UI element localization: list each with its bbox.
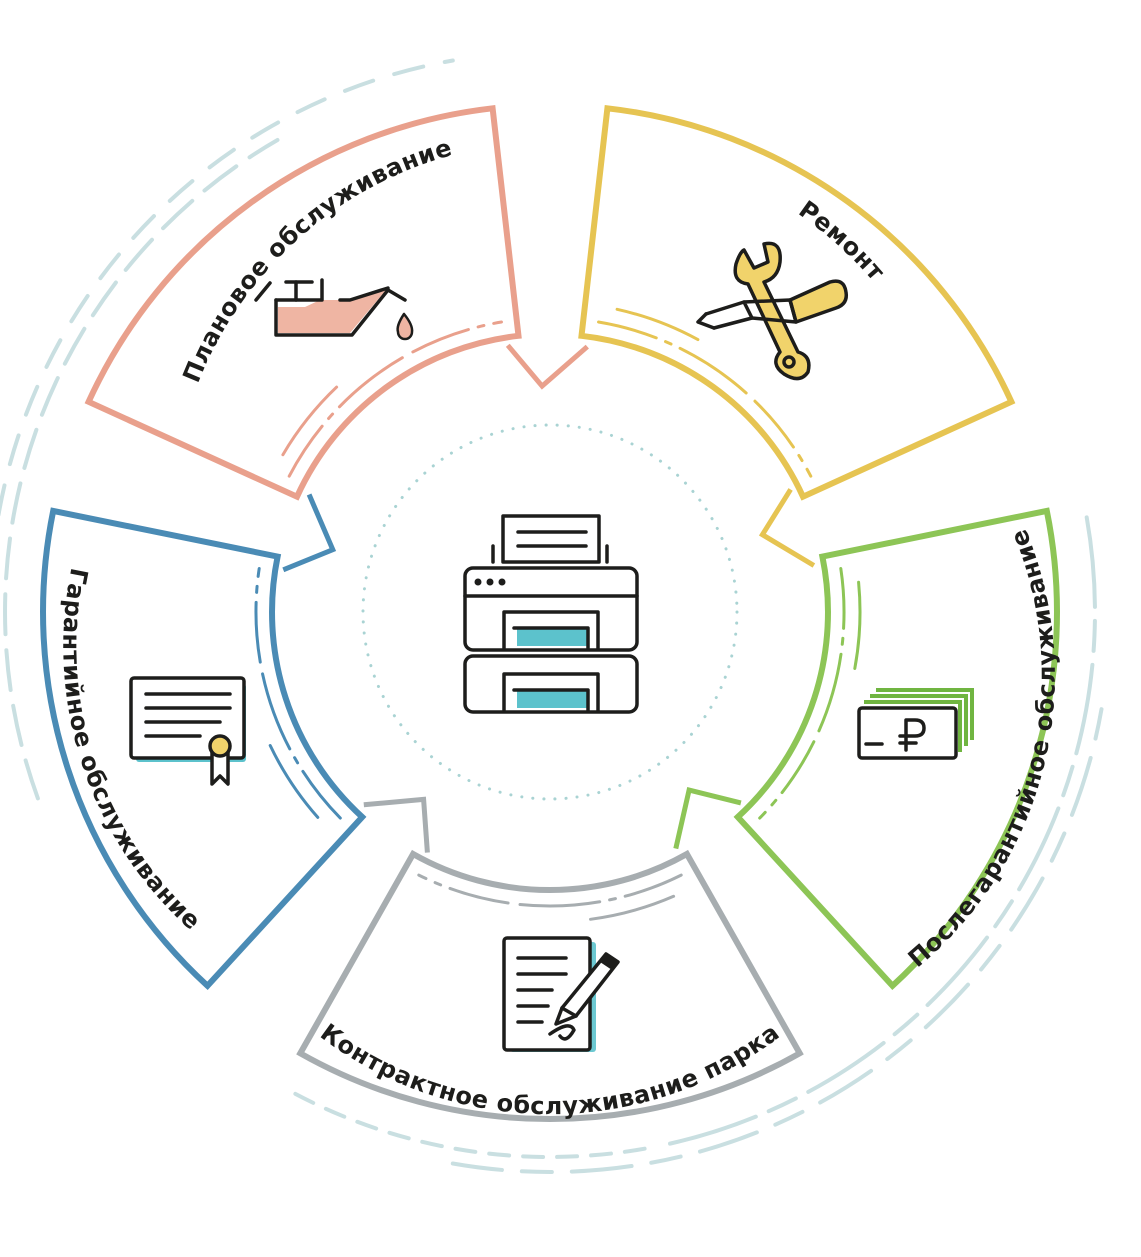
contract-pen-icon: [502, 936, 620, 1052]
inner-dotted-ring: [361, 423, 739, 801]
segment-post-warranty-details: [673, 567, 862, 850]
segment-planned-outline: [84, 104, 522, 501]
oil-can-icon: [254, 278, 414, 341]
segment-repair-outline: [578, 104, 1016, 501]
segment-warranty-details: [254, 493, 342, 820]
segment-planned-label: Плановое обслуживание: [177, 133, 455, 386]
printer-icon: [463, 514, 639, 714]
wrench-screwdriver-icon: [696, 241, 849, 381]
segment-planned-details: [281, 320, 589, 478]
segment-contract-details: [363, 796, 683, 921]
segment-repair: Ремонт: [578, 104, 1016, 568]
segment-warranty-outline: [40, 507, 367, 991]
money-banknotes-icon: [857, 688, 974, 760]
segment-repair-details: [597, 307, 816, 568]
segment-repair-label: Ремонт: [794, 195, 891, 286]
segment-contract-outline: [296, 849, 804, 1123]
outer-ring: [0, 58, 1104, 1174]
certificate-icon: [129, 676, 246, 786]
segment-post-warranty-outline: [733, 507, 1060, 991]
segment-post-warranty-label: Послегарантийное обслуживание: [903, 525, 1061, 972]
